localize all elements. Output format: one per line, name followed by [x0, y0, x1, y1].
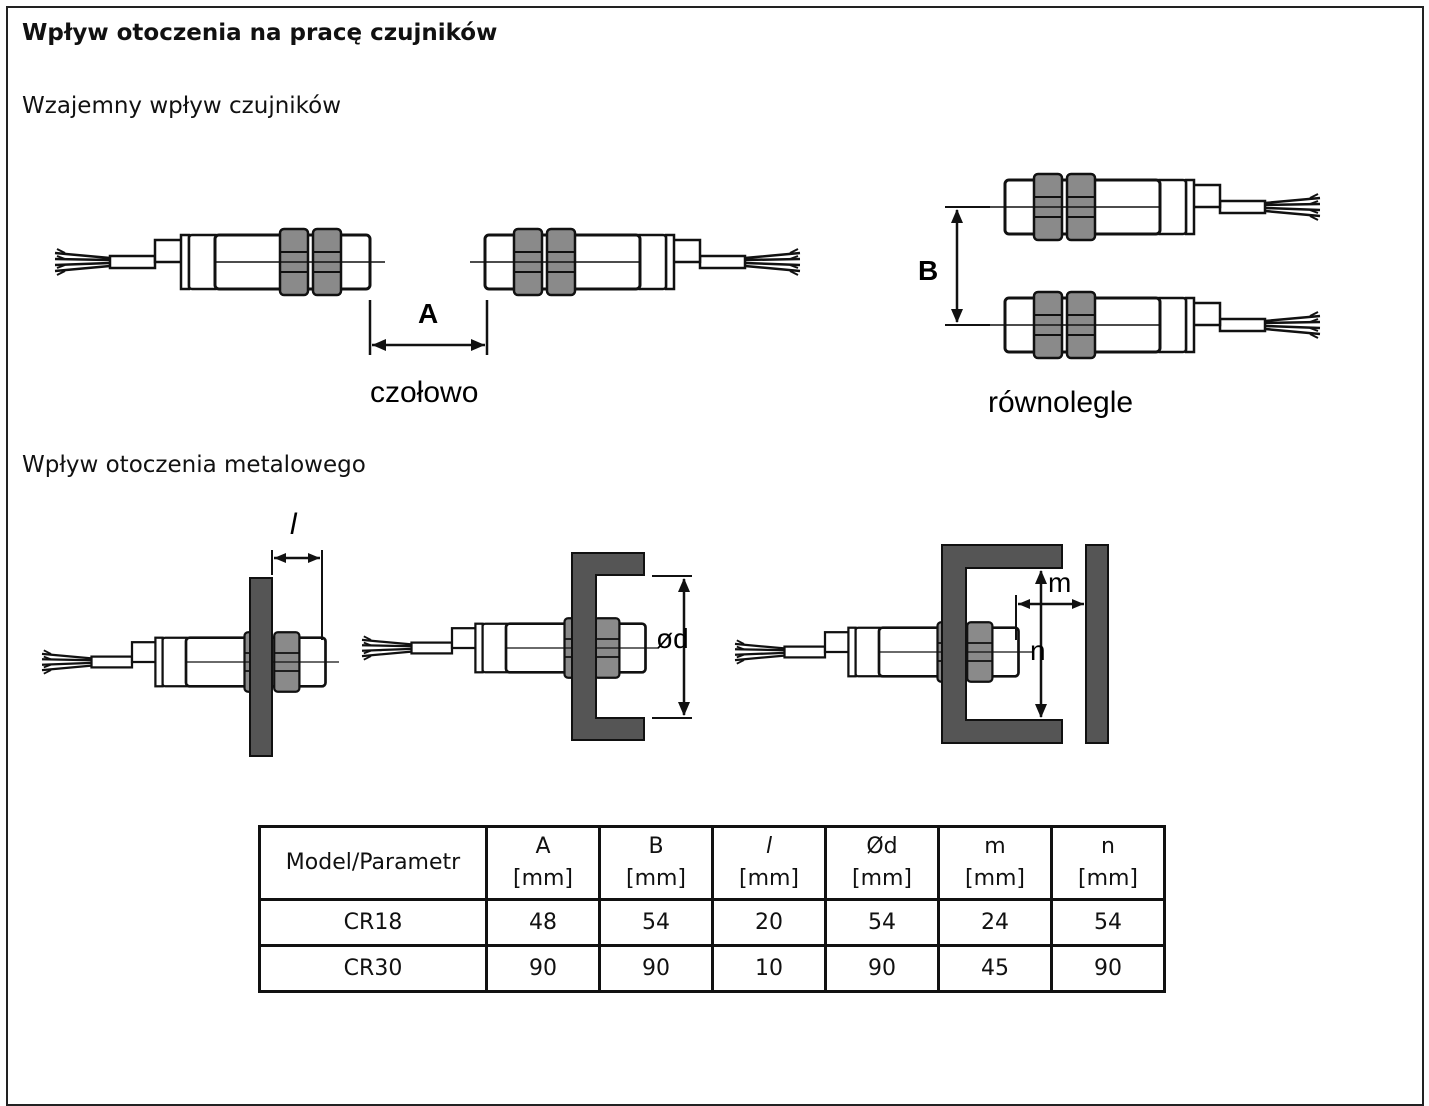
header-model-parametr: Model/Parametr: [258, 825, 488, 901]
dim-m-label: m: [1048, 567, 1071, 598]
dim-a-label: A: [418, 298, 438, 329]
dim-b-label: B: [918, 255, 938, 286]
dim-n-label: n: [1030, 635, 1046, 666]
table-row: CR18 48 54 20 54 24 54: [258, 898, 1166, 947]
value-cell: 90: [598, 944, 714, 993]
value-cell: 10: [711, 944, 827, 993]
value-cell: 90: [1050, 944, 1166, 993]
value-cell: 90: [485, 944, 601, 993]
dim-diameter-label: ød: [656, 623, 689, 654]
parameters-table: Model/Parametr A[mm] B[mm] l[mm] Ød[mm] …: [258, 825, 1166, 993]
parallel-diagram: [945, 172, 1322, 360]
side-plate-diagram: [733, 544, 1109, 744]
table-row: CR30 90 90 10 90 45 90: [258, 944, 1166, 993]
sensor-diagrams: A czołowo B równolegle l ød: [40, 172, 1322, 757]
face-to-face-caption: czołowo: [370, 376, 478, 409]
header-l: l[mm]: [711, 825, 827, 901]
table-header-row: Model/Parametr A[mm] B[mm] l[mm] Ød[mm] …: [258, 825, 1166, 901]
header-od: Ød[mm]: [824, 825, 940, 901]
page-title: Wpływ otoczenia na pracę czujników: [22, 20, 498, 46]
value-cell: 54: [1050, 898, 1166, 947]
value-cell: 48: [485, 898, 601, 947]
header-n: n[mm]: [1050, 825, 1166, 901]
diameter-bracket-diagram: [360, 552, 692, 741]
header-a: A[mm]: [485, 825, 601, 901]
value-cell: 45: [937, 944, 1053, 993]
section-mutual-influence-heading: Wzajemny wpływ czujników: [22, 93, 342, 119]
value-cell: 54: [824, 898, 940, 947]
header-b: B[mm]: [598, 825, 714, 901]
face-to-face-diagram: [53, 227, 802, 355]
value-cell: 20: [711, 898, 827, 947]
value-cell: 90: [824, 944, 940, 993]
value-cell: 54: [598, 898, 714, 947]
dim-l-label: l: [290, 508, 298, 541]
header-m: m[mm]: [937, 825, 1053, 901]
model-cell: CR30: [258, 944, 488, 993]
flush-plate-diagram: [40, 550, 341, 757]
section-metal-surroundings-heading: Wpływ otoczenia metalowego: [22, 452, 366, 478]
model-cell: CR18: [258, 898, 488, 947]
value-cell: 24: [937, 898, 1053, 947]
parallel-caption: równolegle: [988, 386, 1133, 419]
